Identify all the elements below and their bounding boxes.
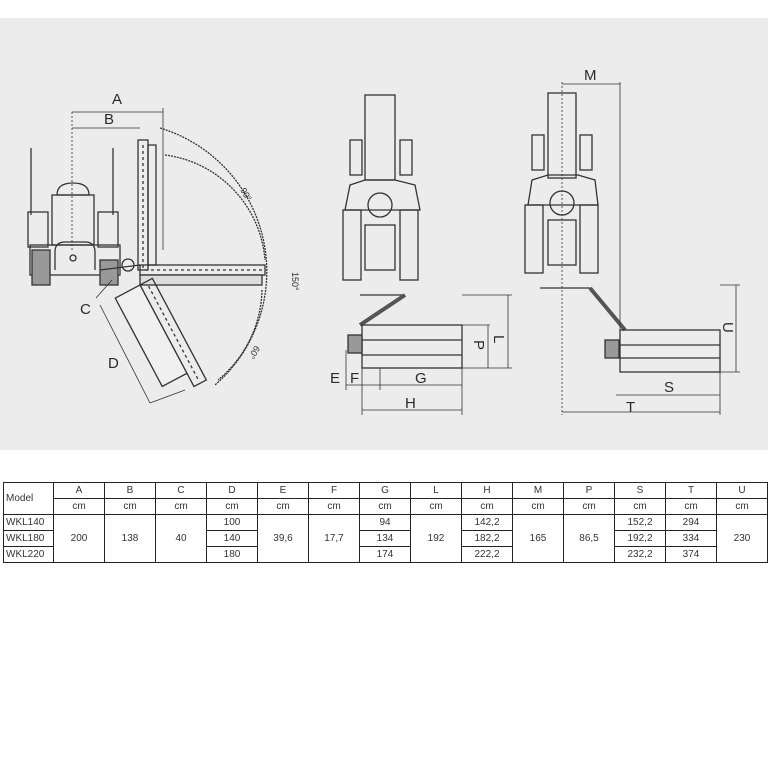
value-t: 334 — [665, 530, 717, 547]
unit-g: cm — [359, 498, 411, 515]
column-header-model: Model — [3, 482, 54, 515]
value-g: 94 — [359, 514, 411, 531]
dim-label-s: S — [664, 379, 674, 396]
angle-label-150: 150° — [290, 272, 300, 291]
value-p: 86,5 — [563, 514, 615, 563]
column-header-d: D — [206, 482, 258, 499]
unit-e: cm — [257, 498, 309, 515]
side-view-drawing — [27, 108, 268, 404]
value-t: 374 — [665, 546, 717, 563]
dim-label-p: P — [470, 340, 487, 350]
table-row: WKL220 180 174 222,2 232,2 374 — [3, 546, 768, 563]
table-row: WKL140 200 138 40 100 39,6 17,7 94 192 1… — [3, 514, 768, 563]
dim-label-g: G — [415, 370, 427, 387]
value-t: 294 — [665, 514, 717, 531]
dim-label-l: L — [490, 335, 507, 343]
column-header-l: L — [410, 482, 462, 499]
value-c: 40 — [155, 514, 207, 563]
technical-drawings: A B C D 90° 150° 60° E F G H L P M S T U — [27, 67, 740, 416]
model-name: WKL180 — [3, 530, 54, 547]
value-s: 152,2 — [614, 514, 666, 531]
column-header-f: F — [308, 482, 360, 499]
angle-label-90: 90° — [238, 186, 254, 203]
column-header-e: E — [257, 482, 309, 499]
table-unit-row: cm cm cm cm cm cm cm cm cm cm cm cm cm c… — [4, 498, 768, 515]
value-h: 182,2 — [461, 530, 513, 547]
unit-b: cm — [104, 498, 156, 515]
column-header-h: H — [461, 482, 513, 499]
value-h: 142,2 — [461, 514, 513, 531]
dim-label-h: H — [405, 395, 416, 412]
dim-label-a: A — [112, 91, 122, 108]
value-g: 174 — [359, 546, 411, 563]
dim-label-t: T — [626, 399, 635, 416]
dim-label-e: E — [330, 370, 340, 387]
unit-t: cm — [665, 498, 717, 515]
model-name: WKL140 — [3, 514, 54, 531]
column-header-s: S — [614, 482, 666, 499]
column-header-g: G — [359, 482, 411, 499]
dim-label-b: B — [104, 111, 114, 128]
unit-h: cm — [461, 498, 513, 515]
value-d: 100 — [206, 514, 258, 531]
rear-view-offset-drawing — [524, 82, 740, 415]
value-g: 134 — [359, 530, 411, 547]
value-b: 138 — [104, 514, 156, 563]
unit-m: cm — [512, 498, 564, 515]
column-header-m: M — [512, 482, 564, 499]
unit-a: cm — [53, 498, 105, 515]
unit-s: cm — [614, 498, 666, 515]
value-s: 192,2 — [614, 530, 666, 547]
column-header-u: U — [716, 482, 768, 499]
value-d: 140 — [206, 530, 258, 547]
table-row: WKL180 140 134 182,2 192,2 334 — [3, 530, 768, 547]
value-l: 192 — [410, 514, 462, 563]
value-e: 39,6 — [257, 514, 309, 563]
dim-label-u: U — [719, 322, 736, 333]
dim-label-d: D — [108, 355, 119, 372]
dim-label-m: M — [584, 67, 597, 84]
unit-u: cm — [716, 498, 768, 515]
value-u: 230 — [716, 514, 768, 563]
angle-label-60: 60° — [246, 344, 262, 361]
column-header-c: C — [155, 482, 207, 499]
column-header-a: A — [53, 482, 105, 499]
value-s: 232,2 — [614, 546, 666, 563]
table-header-row: Model A B C D E F G L H M P S T U — [3, 482, 768, 515]
unit-f: cm — [308, 498, 360, 515]
specification-table: Model A B C D E F G L H M P S T U cm cm … — [3, 482, 768, 563]
unit-c: cm — [155, 498, 207, 515]
value-m: 165 — [512, 514, 564, 563]
column-header-p: P — [563, 482, 615, 499]
dim-label-c: C — [80, 301, 91, 318]
value-a: 200 — [53, 514, 105, 563]
value-f: 17,7 — [308, 514, 360, 563]
rear-view-work-drawing — [342, 94, 512, 415]
model-name: WKL220 — [3, 546, 54, 563]
unit-d: cm — [206, 498, 258, 515]
column-header-b: B — [104, 482, 156, 499]
unit-l: cm — [410, 498, 462, 515]
column-header-t: T — [665, 482, 717, 499]
unit-p: cm — [563, 498, 615, 515]
technical-drawing-area: A B C D 90° 150° 60° E F G H L P M S T U — [0, 18, 768, 450]
value-h: 222,2 — [461, 546, 513, 563]
dim-label-f: F — [350, 370, 359, 387]
value-d: 180 — [206, 546, 258, 563]
